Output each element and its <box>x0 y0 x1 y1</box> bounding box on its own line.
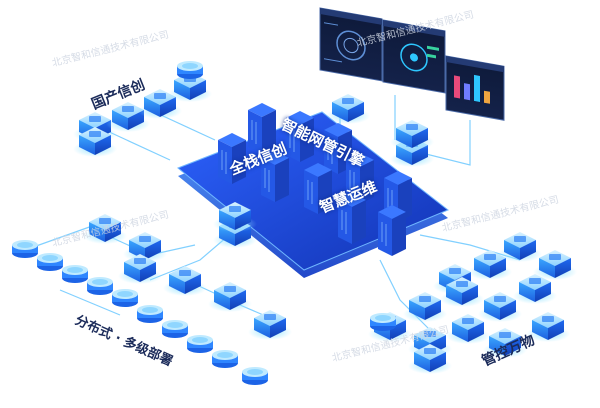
dashboard-screens <box>319 7 505 121</box>
control-cluster <box>368 232 577 374</box>
